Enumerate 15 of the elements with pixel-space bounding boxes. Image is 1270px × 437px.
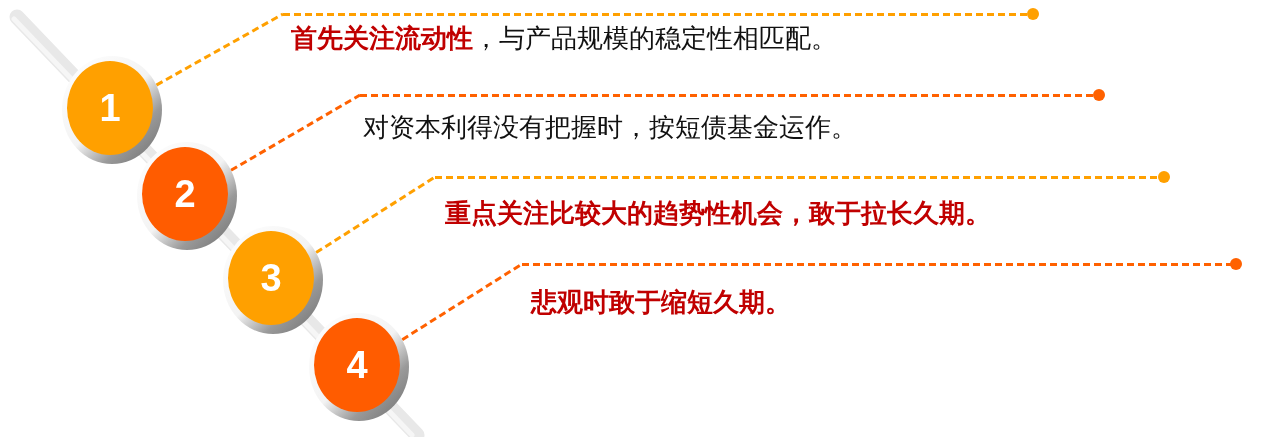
leader-line <box>401 262 523 341</box>
step-number: 4 <box>346 346 368 384</box>
callout-text: 首先关注流动性，与产品规模的稳定性相匹配。 <box>291 23 837 55</box>
leader-line <box>155 12 284 87</box>
step-number: 2 <box>174 175 196 213</box>
leader-line <box>315 175 436 254</box>
callout-text: 对资本利得没有把握时，按短债基金运作。 <box>363 112 857 144</box>
callout-text: 重点关注比较大的趋势性机会，敢于拉长久期。 <box>445 198 991 230</box>
leader-line <box>230 93 361 172</box>
step-circle <box>62 56 162 164</box>
callout-text: 悲观时敢于缩短久期。 <box>531 287 791 319</box>
step-circle <box>309 313 409 421</box>
step-circle <box>223 226 323 334</box>
step-number: 1 <box>99 89 121 127</box>
step-number: 3 <box>260 259 282 297</box>
